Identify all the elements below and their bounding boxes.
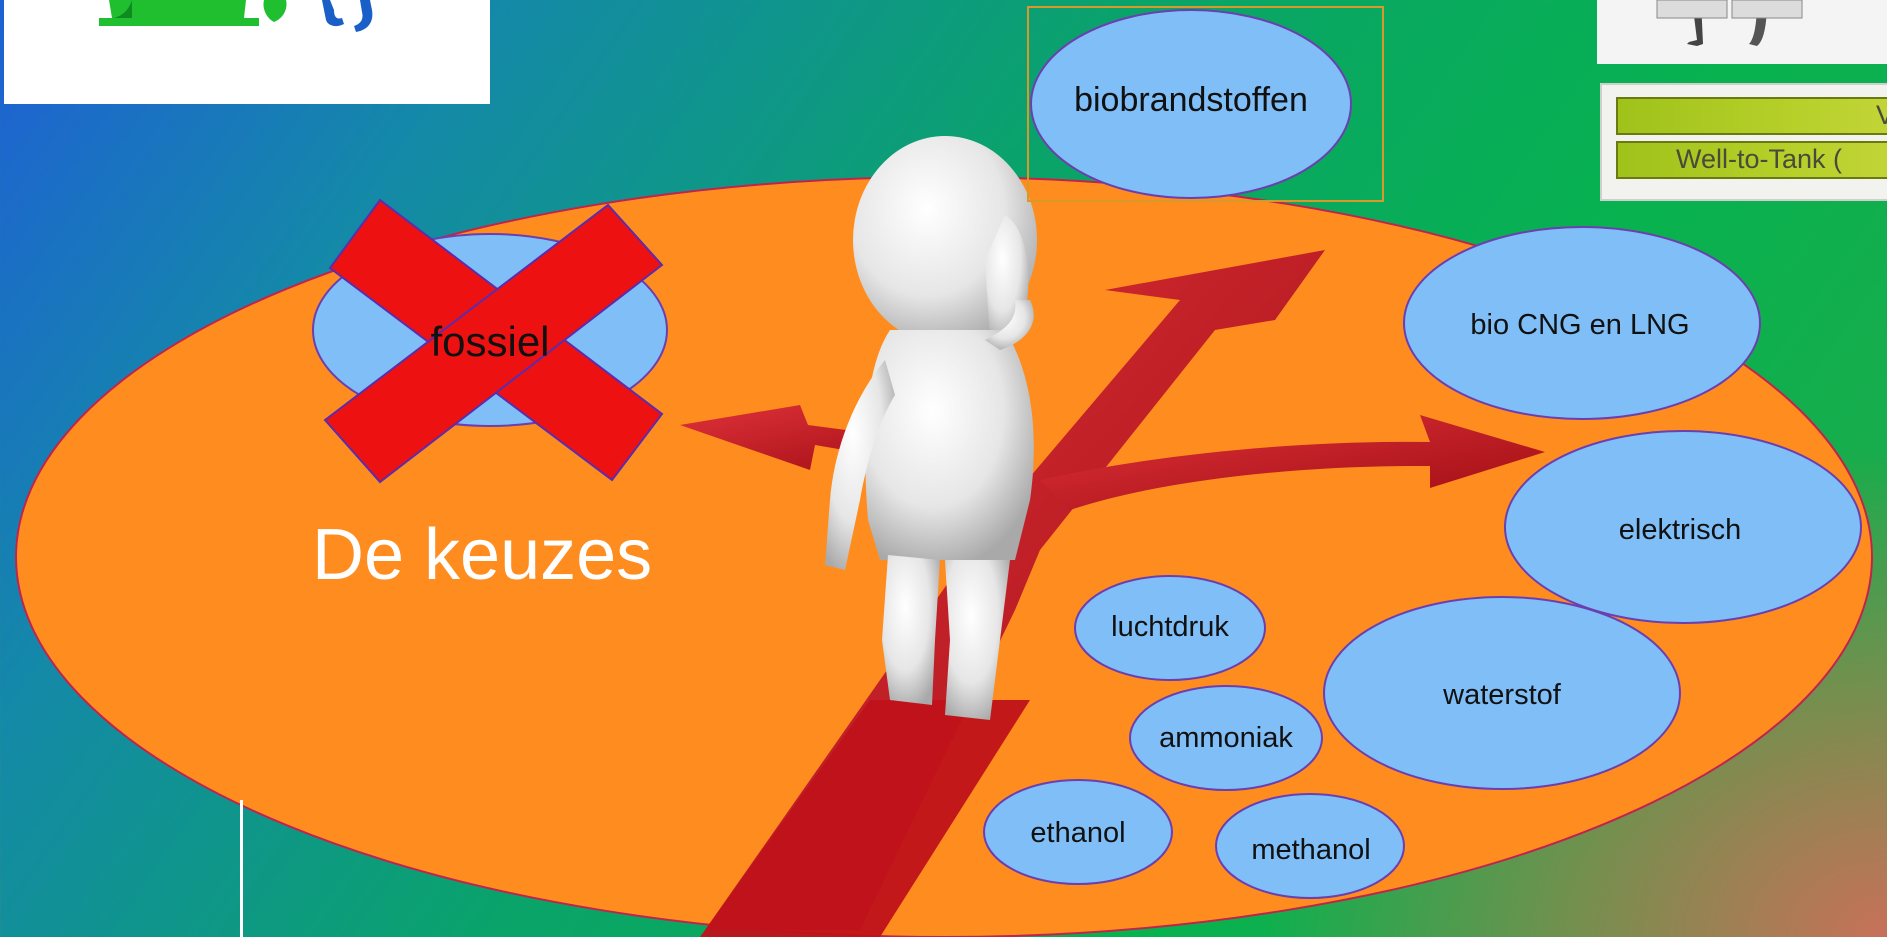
label-luchtdruk[interactable]: luchtdruk bbox=[1075, 602, 1265, 652]
chart-bar-row2-label: Well-to-Tank ( bbox=[1676, 144, 1842, 175]
label-methanol[interactable]: methanol bbox=[1216, 825, 1406, 875]
label-waterstof[interactable]: waterstof bbox=[1332, 670, 1672, 720]
label-elektrisch[interactable]: elektrisch bbox=[1510, 505, 1850, 555]
label-ethanol[interactable]: ethanol bbox=[983, 808, 1173, 858]
image-thumbnail bbox=[1597, 0, 1887, 64]
label-biobrandstoffen[interactable]: biobrandstoffen bbox=[1031, 70, 1351, 130]
chart-bar-row1-label: V bbox=[1876, 100, 1887, 131]
logo-icon bbox=[4, 0, 490, 104]
pasted-chart: V Well-to-Tank ( bbox=[1600, 83, 1887, 201]
label-fossiel[interactable]: fossiel bbox=[390, 312, 590, 372]
chart-bar-row1: V bbox=[1616, 97, 1887, 135]
label-ammoniak[interactable]: ammoniak bbox=[1131, 713, 1321, 763]
chart-bar-row2: Well-to-Tank ( bbox=[1616, 141, 1887, 179]
label-bio-cng-lng[interactable]: bio CNG en LNG bbox=[1410, 300, 1750, 350]
slide-title: De keuzes bbox=[312, 514, 652, 596]
divider-line bbox=[240, 800, 243, 937]
logo-card bbox=[4, 0, 490, 104]
